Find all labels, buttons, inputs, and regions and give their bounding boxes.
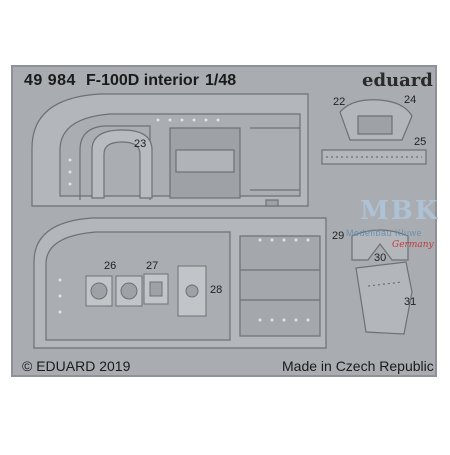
part-24-panel	[339, 99, 413, 141]
kit-scale: 1/48	[205, 72, 237, 89]
part-25-strip	[321, 149, 427, 165]
part-number-30: 30	[374, 252, 387, 264]
part-number-24: 24	[404, 94, 417, 106]
part-31-panel	[355, 261, 413, 335]
part-number-29: 29	[332, 230, 345, 242]
part-number-26: 26	[104, 260, 117, 272]
watermark-country: Germany	[392, 240, 434, 250]
brand-logo-text: eduard	[362, 70, 433, 91]
part-number-25: 25	[414, 136, 427, 148]
made-in-text: Made in Czech Republic	[282, 358, 434, 374]
part-22-cockpit-floor	[31, 93, 309, 207]
part-27-box	[143, 273, 169, 305]
part-23-seat-bracket	[91, 129, 153, 199]
part-number-23: 23	[134, 138, 147, 150]
part-30-bracket	[351, 229, 409, 261]
part-number-31: 31	[404, 296, 417, 308]
rivet-holes	[58, 118, 310, 322]
part-26-instruments	[85, 275, 143, 307]
part-number-22: 22	[333, 96, 346, 108]
part-number-27: 27	[146, 260, 159, 272]
copyright-text: © EDUARD 2019	[22, 358, 131, 374]
watermark-logo: MBK	[360, 196, 440, 226]
kit-code: 49 984	[24, 72, 76, 89]
kit-title: F-100D interior	[86, 72, 199, 89]
watermark-subtitle: Modellbau Kluwe	[346, 228, 423, 238]
part-28-console	[177, 265, 207, 317]
part-number-28: 28	[210, 284, 223, 296]
